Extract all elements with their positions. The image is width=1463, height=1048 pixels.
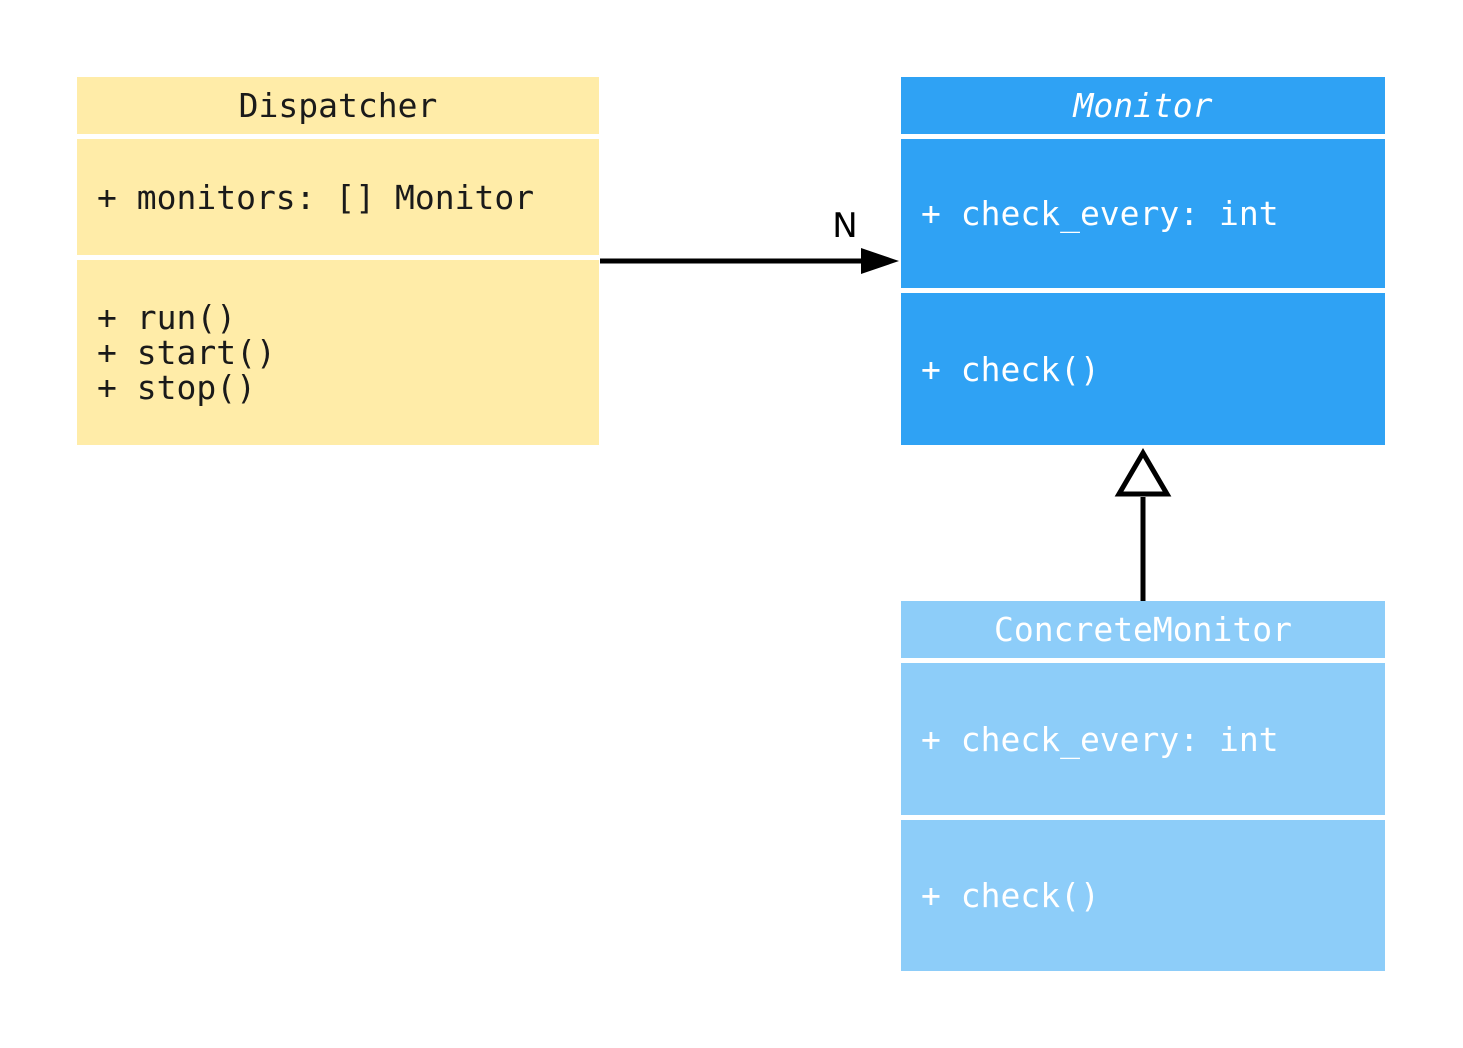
class-title-concretemonitor: ConcreteMonitor: [901, 601, 1385, 658]
method-item: + check(): [921, 876, 1100, 915]
class-methods-dispatcher: + run() + start() + stop(): [77, 260, 599, 445]
class-methods-monitor: + check(): [901, 293, 1385, 445]
class-box-monitor: Monitor + check_every: int + check(): [901, 77, 1385, 445]
attribute-item: + check_every: int: [921, 194, 1279, 233]
class-title-dispatcher: Dispatcher: [77, 77, 599, 134]
class-methods-concretemonitor: + check(): [901, 820, 1385, 971]
class-attributes-concretemonitor: + check_every: int: [901, 663, 1385, 815]
class-title-monitor: Monitor: [901, 77, 1385, 134]
method-item: + run(): [97, 298, 237, 337]
inheritance-arrow-concretemonitor-to-monitor: [1114, 448, 1172, 601]
class-box-dispatcher: Dispatcher + monitors: [] Monitor + run(…: [77, 77, 599, 445]
class-attributes-monitor: + check_every: int: [901, 139, 1385, 288]
attribute-item: + monitors: [] Monitor: [97, 177, 535, 217]
class-attributes-dispatcher: + monitors: [] Monitor: [77, 139, 599, 255]
method-item: + stop(): [97, 368, 256, 407]
association-arrow-dispatcher-to-monitor: [600, 248, 899, 274]
class-box-concretemonitor: ConcreteMonitor + check_every: int + che…: [901, 601, 1385, 971]
association-multiplicity-label: N: [832, 206, 858, 246]
method-item: + start(): [97, 333, 276, 372]
method-item: + check(): [921, 349, 1100, 389]
attribute-item: + check_every: int: [921, 719, 1279, 759]
